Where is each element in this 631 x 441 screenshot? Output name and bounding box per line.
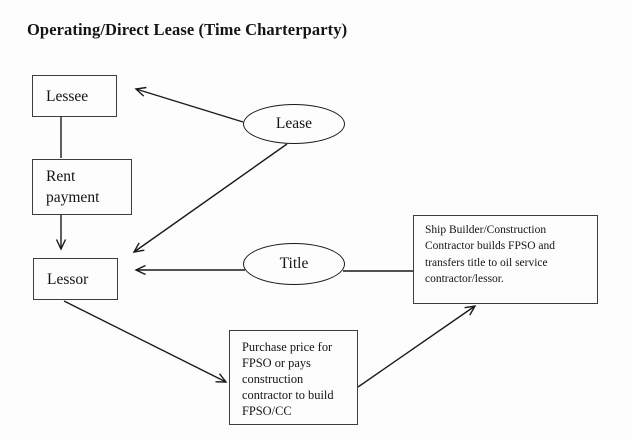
- purchase-price-label: Purchase price for FPSO or pays construc…: [242, 340, 334, 418]
- arrow-lease-to-lessee: [134, 86, 244, 123]
- lease-oval: Lease: [243, 104, 345, 144]
- title-oval: Title: [243, 243, 345, 285]
- lessee-box: Lessee: [32, 75, 117, 117]
- ship-builder-label: Ship Builder/Construction Contractor bui…: [425, 224, 556, 285]
- diagram-title: Operating/Direct Lease (Time Charterpart…: [27, 20, 348, 39]
- ship-builder-box: Ship Builder/Construction Contractor bui…: [413, 215, 598, 304]
- title-oval-label: Title: [279, 255, 309, 272]
- purchase-price-box: Purchase price for FPSO or pays construc…: [229, 330, 358, 425]
- rent-payment-box: Rent payment: [32, 159, 132, 215]
- arrow-lessor-to-purchase: [63, 300, 228, 383]
- arrow-purchase-to-shipbuilder: [357, 305, 477, 388]
- lessee-label: Lessee: [46, 87, 89, 105]
- rent-payment-label: Rent payment: [46, 168, 100, 206]
- lessor-box: Lessor: [33, 258, 118, 300]
- lease-label: Lease: [275, 115, 313, 132]
- arrow-lease-to-lessor: [132, 143, 288, 253]
- lessor-label: Lessor: [47, 270, 89, 288]
